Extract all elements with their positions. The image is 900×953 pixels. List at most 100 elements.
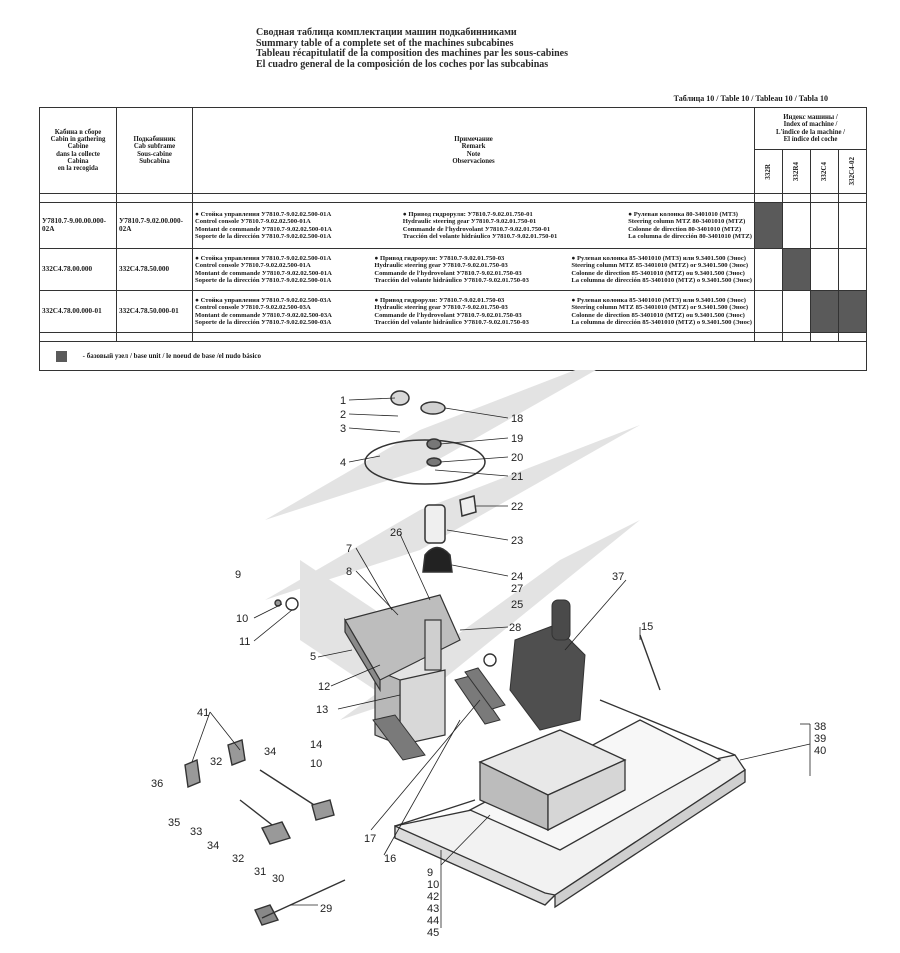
remark-cell: ● Стойка управления У7810.7-9.02.02.500-… [192, 248, 755, 291]
text-line: ● Стойка управления У7810.7-9.02.02.500-… [195, 255, 332, 263]
text-line: Index of machine / [783, 121, 838, 129]
callout-10c: 10 [427, 879, 439, 891]
callout-44: 44 [427, 915, 439, 927]
index-cell [810, 202, 839, 249]
callout-38: 38 [814, 721, 826, 733]
text-line: Soporte de la dirección У7810.7-9.02.02.… [195, 276, 332, 284]
text-line: Steering column MTZ 85-3401010 (MTZ) or … [571, 304, 749, 312]
text-line: La columna de dirección 85-3401010 (MTZ)… [571, 318, 752, 326]
text-line: Colonne de direction 80-3401010 (MTZ) [628, 225, 742, 233]
legend-text: - базовый узел / base unit / le noeud de… [82, 351, 262, 360]
callout-31: 31 [254, 866, 266, 878]
index-cell [754, 202, 783, 249]
callout-15: 15 [641, 621, 653, 633]
callout-8: 8 [346, 566, 352, 578]
subframe-code: 332С4.78.50.000 [116, 248, 193, 291]
text-line: L'indice de la machine / [775, 128, 846, 136]
leader-lines [191, 397, 811, 928]
text-line: ● Стойка управления У7810.7-9.02.02.500-… [195, 297, 332, 305]
text-line: Cabina [67, 157, 89, 165]
text-line: Commande de l'hydrovolant У7810.7-9.02.0… [402, 225, 551, 233]
text-line: Cabin in gathering [50, 136, 106, 144]
text-line: ● Привод гидроруля: У7810.7-9.02.01.750-… [402, 211, 533, 219]
text-line: Tracción del volante hidráulico У7810.7-… [374, 318, 529, 326]
callout-25: 25 [511, 599, 523, 611]
text-line: ● Рулевая колонка 85-3401010 (МТЗ) или 9… [571, 255, 746, 263]
callout-28: 28 [509, 622, 521, 634]
callout-22: 22 [511, 501, 523, 513]
callout-26: 26 [390, 527, 402, 539]
callout-39: 39 [814, 733, 826, 745]
steering-column [509, 599, 586, 731]
text-line: Control console У7810.7-9.02.02.500-01А [195, 262, 311, 270]
callout-4: 4 [340, 457, 346, 469]
legend-swatch [56, 350, 67, 362]
callout-19: 19 [511, 433, 523, 445]
text-line: Soporte de la dirección У7810.7-9.02.02.… [195, 232, 332, 240]
text-line: Observaciones [452, 157, 495, 165]
text-line: Colonne de direction 85-3401010 (MTZ) ou… [571, 269, 745, 277]
text-line: El índice del coche [783, 135, 838, 143]
index-cell [837, 248, 868, 291]
text-line: ● Привод гидроруля: У7810.7-9.02.01.750-… [374, 297, 505, 305]
index-cell [782, 202, 811, 249]
text-line: Кабина в сборе [54, 128, 102, 136]
callout-10b: 10 [310, 758, 322, 770]
callout-23: 23 [511, 535, 523, 547]
index-cell [810, 290, 839, 333]
callout-21: 21 [511, 471, 523, 483]
text-line: 332C4-02 [847, 157, 856, 186]
text-line: Colonne de direction 85-3401010 (MTZ) ou… [571, 311, 745, 319]
text-line: La columna de dirección 80-3401010 (MTZ) [628, 232, 752, 240]
text-line: Note [466, 150, 481, 158]
text-line: Hydraulic steering gear У7810.7-9.02.01.… [374, 262, 508, 270]
text-line: Примечание [454, 136, 493, 144]
text-line: Montant de commande У7810.7-9.02.02.500-… [195, 311, 332, 319]
control-console [344, 594, 461, 746]
callout-9b: 9 [427, 867, 433, 879]
title-fr: Tableau récapitulatif de la composition … [256, 48, 568, 59]
exploded-assembly-diagram: 1 2 3 4 5 7 8 9 10 11 12 13 14 10 15 16 … [151, 370, 826, 939]
text-line: Montant de commande У7810.7-9.02.02.500-… [195, 269, 332, 277]
text-line: La columna de dirección 85-3401010 (MTZ)… [571, 276, 752, 284]
callout-34: 34 [264, 746, 276, 758]
header-index: Индекс машины /Index of machine /L'indic… [753, 107, 868, 150]
text-line: 332R4 [791, 161, 800, 182]
index-cell [754, 290, 783, 333]
text-line: Steering column MTZ 85-3401010 (MTZ) or … [571, 262, 749, 270]
machine-header: 332R4 [782, 149, 811, 194]
table-row: 332С4.78.00.000-01 332С4.78.50.000-01 ● … [39, 290, 868, 333]
text-line: Remark [461, 143, 486, 151]
cabin-code: У7810.7-9.00.00.000-02А [39, 202, 117, 249]
callout-32b: 32 [232, 853, 244, 865]
callout-37: 37 [612, 571, 624, 583]
text-line: Tracción del volante hidráulico У7810.7-… [402, 232, 558, 240]
remark-cell: ● Стойка управления У7810.7-9.02.02.500-… [192, 202, 755, 249]
index-cell [754, 248, 783, 291]
title-block: Сводная таблица комплектации машин подка… [256, 27, 716, 70]
callout-7: 7 [346, 543, 352, 555]
machine-header: 332R [754, 149, 783, 194]
text-line: ● Рулевая колонка 80-3401010 (МТЗ) [628, 211, 738, 219]
callout-43: 43 [427, 903, 439, 915]
callout-45: 45 [427, 927, 439, 939]
callout-labels: 1 2 3 4 5 7 8 9 10 11 12 13 14 10 15 16 … [151, 395, 826, 939]
text-line: ● Привод гидроруля: У7810.7-9.02.01.750-… [374, 255, 505, 263]
callout-40: 40 [814, 745, 826, 757]
title-es: El cuadro general de la composición de l… [256, 58, 549, 70]
index-cell [837, 290, 868, 333]
callout-17: 17 [364, 833, 376, 845]
pedals [372, 667, 506, 761]
text-line: Commande de l'hydrovolant У7810.7-9.02.0… [374, 269, 522, 277]
text-line: ● Стойка управления У7810.7-9.02.02.500-… [195, 211, 332, 219]
legend: - базовый узел / base unit / le noeud de… [38, 341, 868, 371]
text-line: Steering column MTZ 80-3401010 (MTZ) [628, 218, 746, 226]
callout-9: 9 [235, 569, 241, 581]
text-line: Control console У7810.7-9.02.02.500-01А [195, 218, 311, 226]
callout-36: 36 [151, 778, 163, 790]
linkage-rods [184, 597, 661, 926]
table-number: Таблица 10 / Table 10 / Tableau 10 / Tab… [673, 94, 828, 103]
machine-header: 332C4-02 [837, 149, 868, 194]
callout-18: 18 [511, 413, 523, 425]
